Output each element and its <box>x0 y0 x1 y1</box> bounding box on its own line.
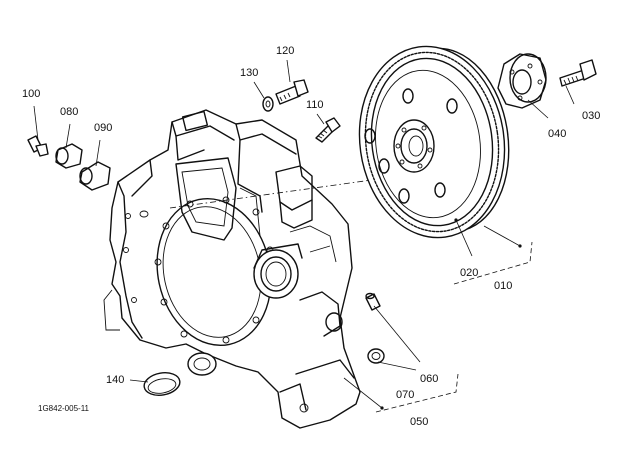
callout-120: 120 <box>276 45 294 57</box>
leader-dot <box>380 406 384 410</box>
bolt-030 <box>559 59 597 87</box>
callout-070: 070 <box>396 389 414 401</box>
callout-080: 080 <box>60 106 78 118</box>
bolt-120 <box>275 79 309 105</box>
bolt-100 <box>27 135 49 157</box>
callout-040: 040 <box>548 128 566 140</box>
flywheel-housing <box>103 109 361 429</box>
callout-110: 110 <box>306 99 324 111</box>
flywheel <box>358 45 510 239</box>
washer-130-hole <box>265 100 271 108</box>
callout-090: 090 <box>94 122 112 134</box>
plug-070 <box>367 348 385 364</box>
cap-080 <box>55 143 83 169</box>
center-axis <box>169 167 459 209</box>
leader-dot <box>454 218 458 222</box>
leader-dot <box>518 244 522 248</box>
washer-130 <box>262 96 274 112</box>
callout-130: 130 <box>240 67 258 79</box>
callout-030: 030 <box>582 110 600 122</box>
coupling-040 <box>497 53 547 109</box>
callout-020: 020 <box>460 267 478 279</box>
callout-050: 050 <box>410 416 428 428</box>
cap-090 <box>79 161 111 191</box>
pin-060 <box>365 292 381 311</box>
callout-010: 010 <box>494 280 512 292</box>
callout-140: 140 <box>106 374 124 386</box>
callout-060: 060 <box>420 373 438 385</box>
leader-lines <box>33 59 575 413</box>
bolt-110 <box>315 117 341 143</box>
callout-100: 100 <box>22 88 40 100</box>
figure-id: 1G842-005-11 <box>38 404 90 413</box>
plug-140 <box>143 372 181 396</box>
